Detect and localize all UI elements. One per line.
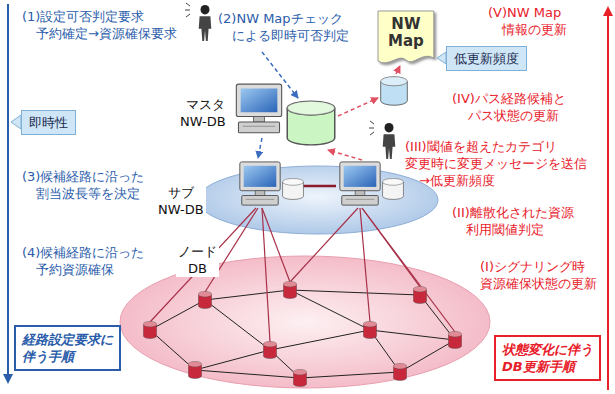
sub-server (240, 162, 280, 205)
update-step: (III)閾値を超えたカテゴリ 変更時に変更メッセージを送信 →低更新頻度 (405, 138, 587, 189)
text-line: (2)NW Mapチェック (218, 10, 349, 27)
text-line: 即時性 (29, 114, 68, 131)
text-line: NW-DB (158, 201, 204, 218)
callout-box: 即時性 (21, 110, 76, 135)
text-line: 低更新頻度 (454, 50, 519, 67)
update-message-arrow (396, 66, 400, 74)
box-text: 経路設定要求に 伴う手順 (22, 331, 113, 365)
text-line: 情報の更新 (488, 21, 567, 38)
text-line: Map (388, 33, 424, 50)
callout-pointer (11, 115, 21, 129)
box-text: 低更新頻度 (454, 50, 519, 67)
text-line: 変更時に変更メッセージを送信 (405, 155, 587, 172)
procedure-box: 状態変化に伴う DB更新手順 (494, 335, 601, 381)
layer-name: ノード DB (176, 243, 219, 277)
procedure-step: (4)候補経路に沿った 予約資源確保 (22, 244, 144, 278)
procedure-box: 経路設定要求に 伴う手順 (14, 325, 121, 371)
text-line: (III)閾値を超えたカテゴリ (405, 138, 587, 155)
speech-marks (369, 121, 374, 135)
layer-name: マスタ NW-DB (180, 96, 226, 130)
text-line: DB (178, 260, 217, 277)
node-links (150, 290, 455, 378)
callout-box: 低更新頻度 (446, 46, 527, 71)
sub-layer (198, 166, 438, 234)
text-line: (I)シグナリング時 (480, 258, 597, 275)
text-line: 予約確定→資源確保要求 (22, 25, 177, 42)
text-line: サブ (158, 184, 204, 201)
master-db (287, 101, 335, 145)
update-step: (IV)パス経路候補と パス状態の更新 (452, 90, 566, 124)
text-line: →低更新頻度 (405, 172, 587, 189)
text-line: 資源確保状態の更新 (480, 275, 597, 292)
procedure-step: (1)設定可否判定要求 予約確定→資源確保要求 (22, 8, 177, 42)
update-step: (V)NW Map 情報の更新 (488, 4, 567, 38)
text-line: (3)候補経路に沿った (22, 168, 144, 185)
master-server (236, 84, 281, 133)
operator-icon (383, 123, 396, 159)
text-line: マスタ (180, 96, 226, 113)
sub-db (283, 179, 304, 200)
procedure-arrow (7, 4, 9, 382)
control-links (150, 208, 455, 342)
text-line: による即時可否判定 (218, 27, 349, 44)
query-arrow (258, 138, 262, 158)
box-text: NW Map (388, 16, 424, 50)
text-line: 利用閾値判定 (452, 221, 574, 238)
operator-icon (199, 5, 212, 41)
text-line: 状態変化に伴う (502, 341, 593, 358)
text-line: (4)候補経路に沿った (22, 244, 144, 261)
document-shape: NW Map (377, 10, 435, 66)
layer-name: サブ NW-DB (156, 184, 206, 218)
box-text: 状態変化に伴う DB更新手順 (502, 341, 593, 375)
text-line: NW-DB (180, 113, 226, 130)
sub-db (383, 179, 404, 200)
speech-marks (185, 3, 190, 17)
nw-map-db (381, 77, 408, 106)
update-step: (I)シグナリング時 資源確保状態の更新 (480, 258, 597, 292)
text-line: (V)NW Map (488, 4, 567, 21)
box-text: 即時性 (29, 114, 68, 131)
text-line: 経路設定要求に (22, 331, 113, 348)
text-line: 割当波長等を決定 (22, 185, 144, 202)
text-line: DB更新手順 (502, 358, 593, 375)
text-line: ノード (178, 243, 217, 260)
text-line: (1)設定可否判定要求 (22, 8, 177, 25)
node-db-cylinders (143, 281, 461, 386)
callout-pointer (437, 52, 446, 64)
text-line: パス状態の更新 (452, 107, 566, 124)
update-message-arrow (338, 98, 378, 116)
text-line: (II)離散化された資源 (452, 204, 574, 221)
procedure-step: (2)NW Mapチェック による即時可否判定 (218, 10, 349, 44)
update-step: (II)離散化された資源 利用閾値判定 (452, 204, 574, 238)
query-arrow (262, 52, 298, 98)
document-outline (378, 11, 434, 63)
update-message-arrow (328, 150, 362, 160)
text-line: NW (388, 16, 424, 33)
update-arrow (607, 8, 609, 390)
text-line: 予約資源確保 (22, 261, 144, 278)
sub-server (340, 162, 380, 205)
text-line: 伴う手順 (22, 348, 113, 365)
text-line: (IV)パス経路候補と (452, 90, 566, 107)
procedure-step: (3)候補経路に沿った 割当波長等を決定 (22, 168, 144, 202)
